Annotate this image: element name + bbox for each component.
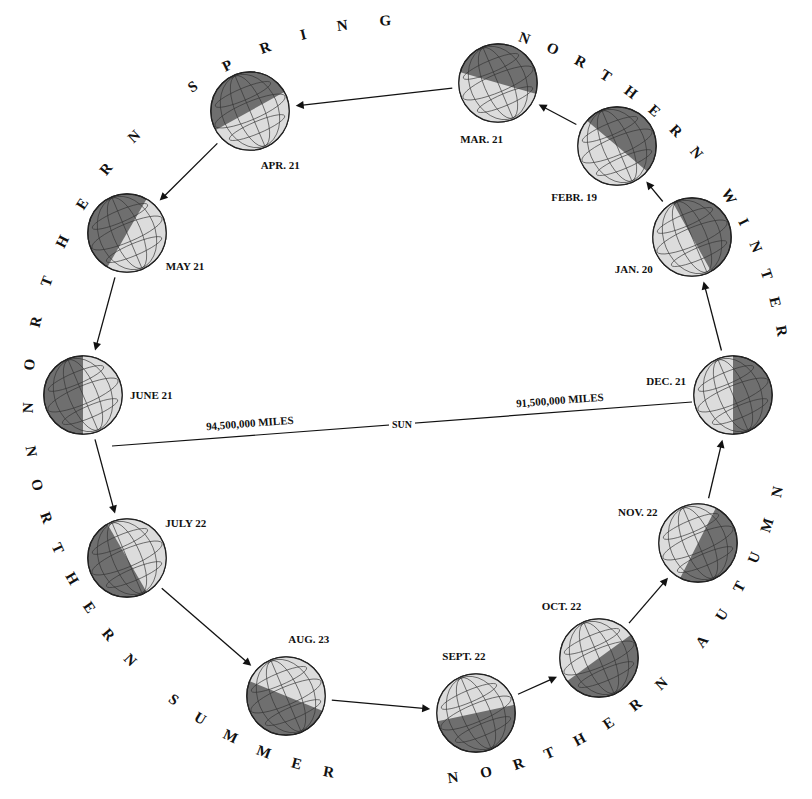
globe-illustration (246, 656, 326, 736)
orbit-arrow (539, 105, 577, 125)
globe-illustration (658, 503, 738, 583)
orbit-arrow (518, 676, 557, 694)
globe-illustration (652, 197, 732, 277)
globe-node: NOV. 22 (658, 503, 738, 583)
globe-illustration (436, 673, 516, 753)
globe-node: JULY 22 (87, 518, 167, 598)
svg-text:NORTHERN SPRING: NORTHERN SPRING (20, 12, 423, 414)
globe-illustration (458, 43, 538, 123)
date-label: OCT. 22 (542, 600, 582, 613)
globe-illustration (210, 71, 290, 151)
globe-node: JUNE 21 (43, 355, 123, 435)
globe-illustration (559, 618, 639, 698)
date-label: MAY 21 (166, 260, 205, 273)
globe-illustration (87, 518, 167, 598)
date-label: NOV. 22 (618, 506, 658, 519)
season-label: NORTHERN SPRING (20, 12, 423, 414)
distance-label: 94,500,000 MILES (206, 413, 294, 433)
date-label: AUG. 23 (288, 633, 329, 646)
globe-illustration (577, 106, 657, 186)
globe-node: SEPT. 22 (436, 673, 516, 753)
globe-node: OCT. 22 (559, 618, 639, 698)
svg-text:NORTHERN SUMMER: NORTHERN SUMMER (23, 445, 359, 785)
orbit-arrow (702, 282, 722, 351)
season-label: NORTHERN SUMMER (23, 445, 359, 785)
orbit-arrow (93, 277, 115, 350)
globe-node: MAY 21 (87, 193, 167, 273)
orbit-arrow (162, 588, 252, 666)
globe-node: APR. 21 (210, 71, 290, 151)
globe-node: JAN. 20 (652, 197, 732, 277)
globe-node: FEBR. 19 (577, 106, 657, 186)
orbit-arrow (160, 143, 218, 200)
season-label: NORTHERN WINTER (517, 29, 794, 356)
date-label: JAN. 20 (615, 263, 653, 276)
orbit-arrow (296, 88, 453, 109)
globe-illustration (43, 355, 123, 435)
date-label: JULY 22 (165, 517, 206, 530)
sun-label: SUN (389, 418, 415, 431)
orbit-arrow (646, 181, 662, 201)
orbit-arrow (332, 700, 430, 712)
distance-label: 91,500,000 MILES (516, 390, 604, 410)
globe-node: DEC. 21 (693, 355, 773, 435)
date-label: JUNE 21 (130, 389, 172, 402)
date-label: SEPT. 22 (442, 650, 485, 663)
date-label: FEBR. 19 (551, 191, 597, 204)
date-label: MAR. 21 (460, 133, 503, 146)
globe-illustration (87, 193, 167, 273)
globe-node: AUG. 23 (246, 656, 326, 736)
orbit-arrow (629, 578, 668, 623)
svg-text:NORTHERN WINTER: NORTHERN WINTER (517, 29, 794, 356)
orbit-arrow (95, 439, 117, 513)
sun-distance-line (112, 402, 692, 446)
globe-illustration (693, 355, 773, 435)
globe-node: MAR. 21 (458, 43, 538, 123)
date-label: DEC. 21 (646, 375, 686, 388)
orbit-arrow (709, 440, 725, 498)
date-label: APR. 21 (261, 159, 300, 172)
